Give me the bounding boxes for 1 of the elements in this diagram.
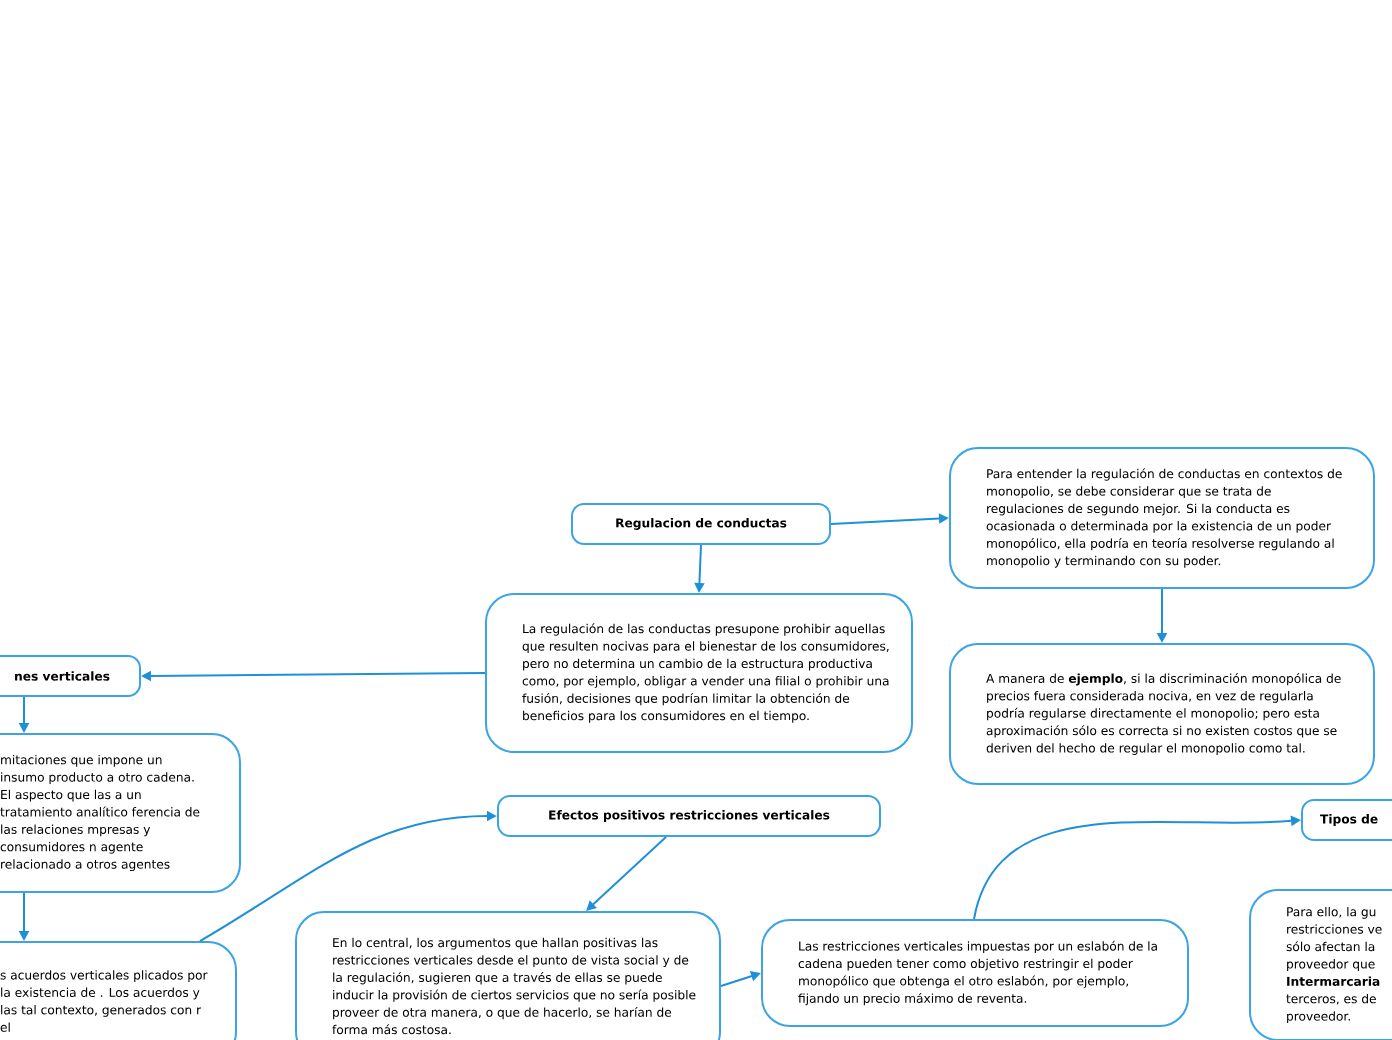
arrow: [586, 836, 667, 911]
